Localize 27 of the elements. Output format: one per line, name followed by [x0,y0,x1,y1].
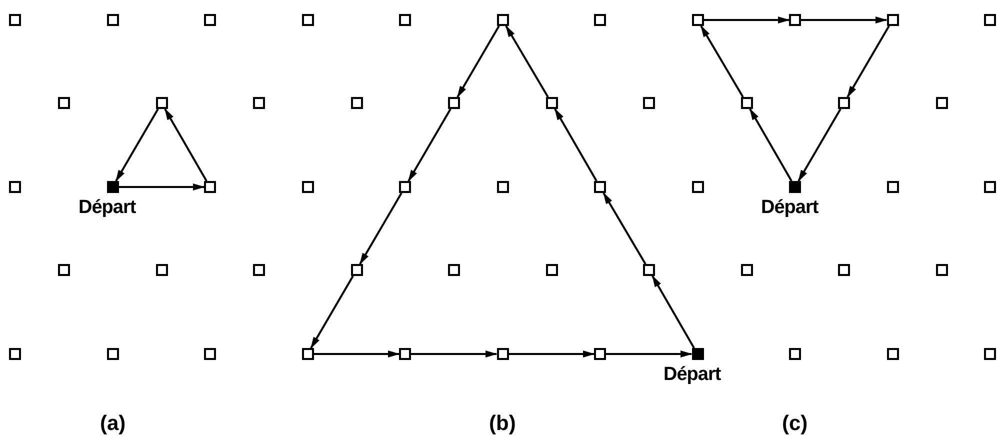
panel-label: (a) [100,412,126,436]
arrow [700,25,744,98]
panel-label: (b) [489,412,516,436]
start-label: Départ [761,197,818,219]
arrow [359,192,402,265]
arrow [749,108,792,182]
arrow [164,108,208,182]
arrow [314,350,400,358]
arrow [801,16,888,24]
arrow [602,192,646,265]
panel-label: (c) [782,412,808,436]
arrow [508,350,595,358]
arrow [554,108,598,182]
arrow [408,108,452,182]
arrow [606,350,692,358]
arrow [310,276,354,349]
arrow [704,16,790,24]
arrow [505,25,549,98]
arrow [411,350,498,358]
arrow [652,275,695,348]
arrow [118,184,205,190]
arrow [456,26,500,98]
arrow [115,108,159,182]
arrow [846,26,890,98]
start-label: Départ [78,197,136,219]
start-label: Départ [664,364,721,386]
arrow [798,108,842,182]
